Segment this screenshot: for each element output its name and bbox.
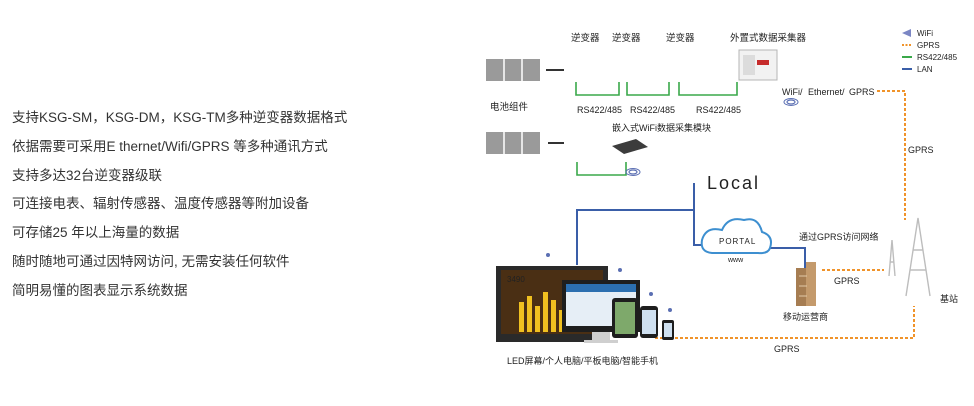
legend-label-rs485: RS422/485 bbox=[917, 53, 958, 62]
feature-item: 可存储25 年以上海量的数据 bbox=[12, 225, 180, 241]
legend-label-gprs: GPRS bbox=[917, 41, 940, 50]
feature-item: 支持KSG-SM，KSG-DM，KSG-TM多种逆变器数据格式 bbox=[12, 110, 348, 125]
feature-item: 支持多达32台逆变器级联 bbox=[12, 167, 163, 183]
gprs-label: GPRS bbox=[834, 276, 860, 286]
devices-label: LED屏幕/个人电脑/平板电脑/智能手机 bbox=[507, 355, 658, 366]
rs485-bus bbox=[575, 82, 738, 176]
external-collector-label: 外置式数据采集器 bbox=[730, 32, 807, 44]
connection-wifi-label: WiFi/ bbox=[782, 87, 803, 97]
wifi-icon bbox=[783, 98, 799, 106]
gprs-label: GPRS bbox=[774, 344, 800, 354]
cloud-icon bbox=[700, 218, 772, 255]
legend-label-lan: LAN bbox=[917, 65, 933, 74]
feature-item: 可连接电表、辐射传感器、温度传感器等附加设备 bbox=[12, 196, 309, 212]
feature-item: 依据需要可采用E thernet/Wifi/GPRS 等多种通讯方式 bbox=[12, 138, 328, 154]
tablet bbox=[612, 298, 638, 338]
feature-list: 支持KSG-SM，KSG-DM，KSG-TM多种逆变器数据格式 依据需要可采用E… bbox=[12, 104, 347, 306]
connection-ethernet-label: Ethernet/ bbox=[808, 87, 845, 97]
gprs-label: GPRS bbox=[908, 145, 934, 155]
feature-item: 随时随地可通过因特网访问, 无需安装任何软件 bbox=[12, 253, 290, 269]
rs485-label: RS422/485 bbox=[696, 105, 741, 115]
www-label: www bbox=[727, 257, 744, 264]
legend-label-wifi: WiFi bbox=[917, 29, 933, 38]
inverter-label: 逆变器 bbox=[666, 32, 695, 44]
embedded-module-device bbox=[612, 139, 648, 154]
smartphone bbox=[662, 320, 674, 340]
rs485-label: RS422/485 bbox=[630, 105, 675, 115]
via-gprs-label: 通过GPRS访问网络 bbox=[799, 231, 879, 242]
embedded-module-label: 嵌入式WiFi数据采集模块 bbox=[612, 122, 711, 133]
battery-label: 电池组件 bbox=[490, 101, 529, 113]
feature-item: 简明易懂的图表显示系统数据 bbox=[12, 282, 188, 298]
operator-building bbox=[796, 262, 816, 306]
smartphone bbox=[640, 306, 658, 338]
rs485-label: RS422/485 bbox=[577, 105, 622, 115]
inverter-label: 逆变器 bbox=[571, 32, 600, 44]
base-station-towers bbox=[888, 217, 931, 297]
wifi-icon bbox=[625, 168, 641, 176]
lan-links bbox=[576, 183, 806, 268]
portal-label: PORTAL bbox=[719, 237, 756, 246]
legend: WiFi GPRS RS422/485 LAN bbox=[902, 29, 958, 74]
inverter-label: 逆变器 bbox=[612, 32, 641, 44]
local-label: Local bbox=[707, 173, 760, 193]
external-collector-device bbox=[738, 49, 778, 81]
connection-gprs-label: GPRS bbox=[849, 87, 875, 97]
screen-value: 3490 bbox=[507, 275, 525, 284]
wifi-icon bbox=[902, 29, 911, 37]
solar-panel-top bbox=[486, 59, 564, 81]
solar-panel-bottom bbox=[486, 132, 564, 154]
gprs-links bbox=[655, 90, 915, 339]
wifi-icon bbox=[546, 253, 672, 312]
base-station-label: 基站 bbox=[940, 293, 958, 304]
operator-label: 移动运营商 bbox=[783, 311, 828, 322]
